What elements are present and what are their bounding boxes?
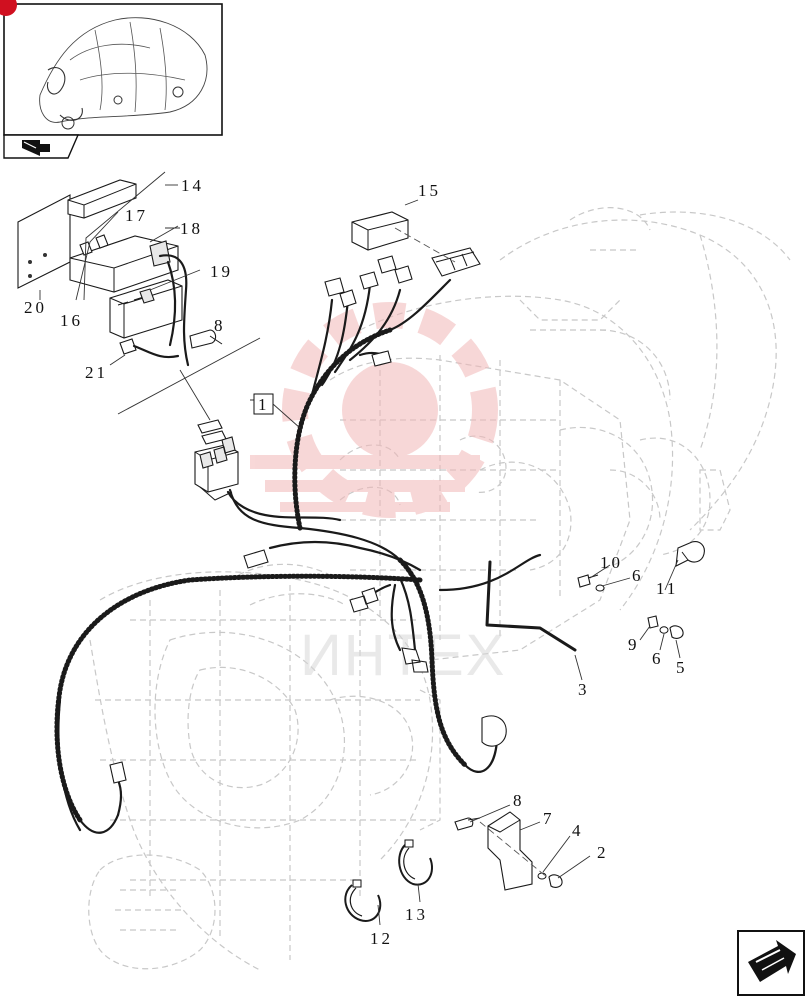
- hose-clips[interactable]: [344, 839, 433, 926]
- callout-11: 11: [656, 579, 678, 598]
- callout-20: 20: [24, 298, 47, 317]
- callout-14: 14: [181, 176, 204, 195]
- callout-13: 13: [405, 905, 428, 924]
- callout-15: 15: [418, 181, 441, 200]
- watermark: ИНТЕХ: [250, 302, 506, 688]
- watermark-text: ИНТЕХ: [300, 623, 506, 688]
- callout-1-leader: [272, 403, 301, 429]
- callout-16: 16: [60, 311, 83, 330]
- harness-braid: [54, 327, 468, 823]
- arrow-next-icon: [748, 940, 796, 982]
- callout-1: 1: [258, 395, 270, 414]
- thumbnail-engine-sketch: [39, 17, 208, 130]
- callout-4: 4: [572, 821, 584, 840]
- callout-6-upper: 6: [632, 566, 644, 585]
- relay-block[interactable]: [194, 419, 239, 501]
- callout-9: 9: [628, 635, 640, 654]
- callout-labels: 14 17 18 19 20 16 8 21 15 1 10 6 11 9 6 …: [24, 176, 688, 948]
- callout-10: 10: [600, 553, 623, 572]
- part-3-ground-strap[interactable]: [485, 560, 583, 681]
- callout-19: 19: [210, 262, 233, 281]
- harness-connectors[interactable]: [109, 247, 507, 784]
- callout-18: 18: [180, 219, 203, 238]
- part-15-block[interactable]: [351, 199, 456, 263]
- thumbnail-panel[interactable]: [0, 0, 223, 159]
- fuse-box-assembly[interactable]: [17, 179, 223, 367]
- next-page-button[interactable]: [737, 930, 805, 996]
- callout-5: 5: [676, 658, 688, 677]
- callout-8-bottom: 8: [513, 791, 525, 810]
- callout-12: 12: [370, 929, 393, 948]
- callout-6-lower: 6: [652, 649, 664, 668]
- right-small-parts[interactable]: [577, 541, 705, 659]
- callout-8-top: 8: [214, 316, 226, 335]
- fuse-leaders: [39, 171, 270, 421]
- callout-3: 3: [578, 680, 590, 699]
- bracket-assembly[interactable]: [454, 804, 591, 891]
- status-badge: [0, 0, 17, 16]
- callout-7: 7: [543, 809, 555, 828]
- callout-21: 21: [85, 363, 108, 382]
- arrow-right-icon: [22, 140, 50, 156]
- callout-2: 2: [597, 843, 609, 862]
- callout-17: 17: [125, 206, 148, 225]
